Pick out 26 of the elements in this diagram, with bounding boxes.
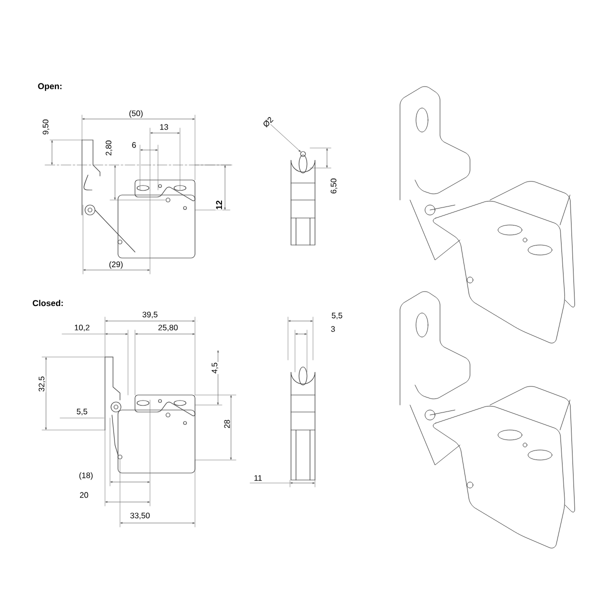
dimension-label: 12 <box>216 200 222 210</box>
dimension-label: 5,5 <box>76 408 88 416</box>
leader-line <box>270 124 301 152</box>
dimension-label: 2,80 <box>105 140 113 156</box>
dimension-label: 20 <box>79 492 89 498</box>
dimension-label: 6,50 <box>330 178 338 194</box>
dimension-label: Ø2 <box>264 117 274 128</box>
dimension-label: 9,50 <box>42 118 50 136</box>
dimension-label: 11 <box>253 474 263 482</box>
dimension-label: 13 <box>159 124 169 130</box>
dimension-label: (50) <box>128 110 144 118</box>
view-title: Closed: <box>32 299 64 307</box>
dimension-label: 25,80 <box>158 324 178 332</box>
dimension-label: 6 <box>131 142 137 148</box>
dimension-label: 28 <box>224 419 230 429</box>
dimension-label: 32,5 <box>38 376 46 392</box>
dimension-label: (18) <box>78 472 94 480</box>
dimension-label: 39,5 <box>142 311 158 319</box>
view-title: Open: <box>37 82 63 92</box>
pin-hole <box>300 151 306 157</box>
dimension-label: 10,2 <box>74 324 90 332</box>
dimension-label: 5,5 <box>330 312 344 320</box>
dimension-label: 3 <box>330 326 336 332</box>
dimension-label: 4,5 <box>211 362 219 374</box>
dimension-label: (29) <box>108 260 124 270</box>
dimension-label: 33,50 <box>130 512 150 520</box>
